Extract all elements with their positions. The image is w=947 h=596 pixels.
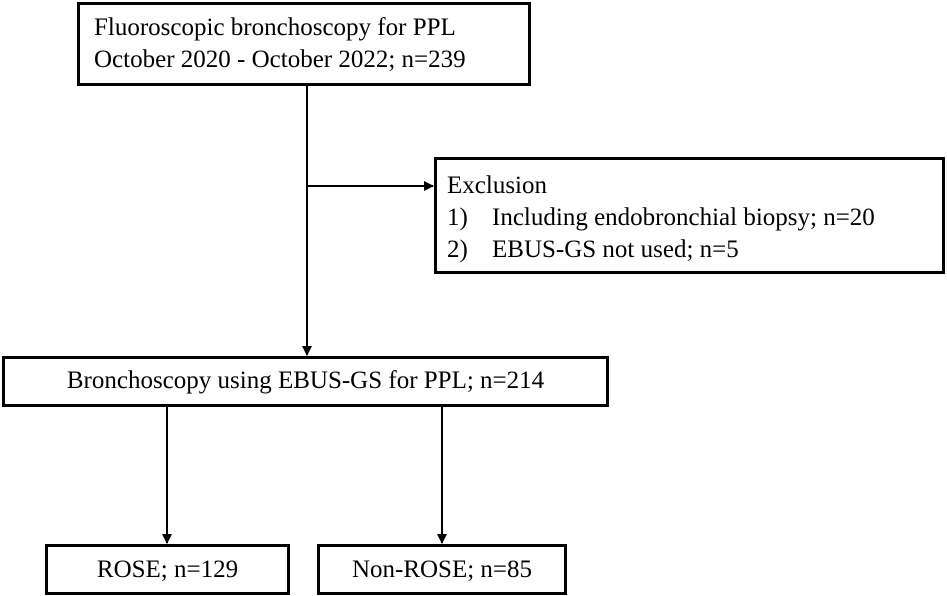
exclusion-item-text: EBUS-GS not used; n=5: [492, 236, 739, 263]
enrollment-box: Fluoroscopic bronchoscopy for PPL Octobe…: [77, 2, 531, 86]
non-rose-box: Non-ROSE; n=85: [317, 544, 567, 595]
rose-box: ROSE; n=129: [45, 544, 290, 595]
rose-text: ROSE; n=129: [96, 556, 239, 583]
exclusion-item: 2) EBUS-GS not used; n=5: [447, 234, 942, 266]
enrollment-title: Fluoroscopic bronchoscopy for PPL: [94, 14, 456, 41]
exclusion-title: Exclusion: [447, 172, 547, 199]
exclusion-item-number: 1): [447, 204, 468, 231]
exclusion-item-number: 2): [447, 236, 468, 263]
ebus-gs-text: Bronchoscopy using EBUS-GS for PPL; n=21…: [66, 367, 545, 394]
exclusion-item-text: Including endobronchial biopsy; n=20: [492, 204, 875, 231]
exclusion-box: Exclusion 1) Including endobronchial biop…: [434, 157, 945, 274]
non-rose-text: Non-ROSE; n=85: [351, 556, 533, 583]
enrollment-period: October 2020 - October 2022; n=239: [94, 46, 466, 73]
exclusion-item: 1) Including endobronchial biopsy; n=20: [447, 202, 942, 234]
ebus-gs-box: Bronchoscopy using EBUS-GS for PPL; n=21…: [2, 356, 609, 407]
